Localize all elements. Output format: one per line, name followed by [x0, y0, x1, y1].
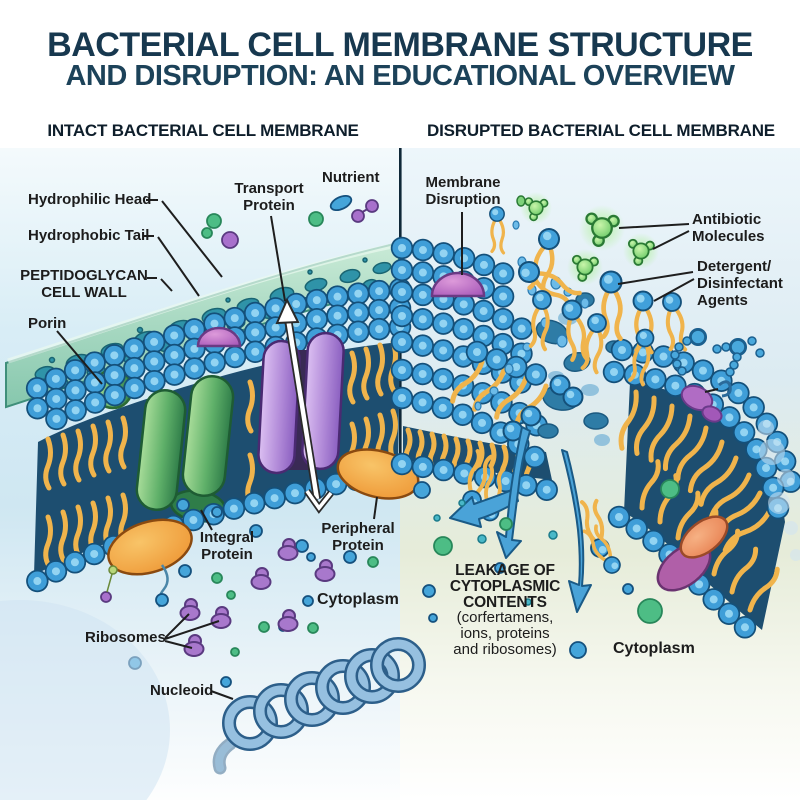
transport-arrow [275, 297, 334, 514]
page-subtitle: AND DISRUPTION: AN EDUCATIONAL OVERVIEW [65, 60, 735, 92]
label-hydrophilic-head: Hydrophilic Head [28, 191, 152, 208]
nucleoid-dna [212, 637, 426, 775]
leakage-arrows [449, 426, 592, 613]
label-leakage-detail: (corfertamens, ions, proteins and riboso… [453, 609, 557, 658]
label-ribosomes: Ribosomes [85, 629, 166, 646]
left-membrane [0, 194, 426, 800]
denatured-proteins [656, 515, 729, 592]
label-peripheral-protein: Peripheral Protein [321, 520, 395, 554]
label-antibiotic-molecules: Antibiotic Molecules [692, 211, 765, 245]
label-peptidoglycan: PEPTIDOGLYCAN CELL WALL [20, 267, 148, 301]
label-integral-protein: Integral Protein [199, 529, 255, 563]
label-membrane-disruption: Membrane Disruption [425, 174, 501, 208]
label-cytoplasm-left: Cytoplasm [317, 591, 399, 608]
left-panel-header: INTACT BACTERIAL CELL MEMBRANE [47, 121, 359, 140]
label-leakage-title: LEAKAGE OF CYTOPLASMIC CONTENTS [449, 562, 561, 611]
nutrient-molecules [201, 194, 379, 249]
label-cytoplasm-right: Cytoplasm [613, 640, 695, 657]
label-porin: Porin [28, 315, 67, 332]
edge-mist [758, 420, 800, 561]
bead-chains [670, 327, 765, 398]
right-panel-header: DISRUPTED BACTERIAL CELL MEMBRANE [427, 121, 775, 140]
disruption-dome [430, 271, 486, 298]
membrane-protein-dome [196, 326, 242, 348]
leader-lines [56, 199, 719, 700]
label-transport-protein: Transport Protein [234, 180, 304, 214]
label-nucleoid: Nucleoid [150, 682, 214, 699]
peripheral-protein-left [100, 518, 193, 608]
antibiotic-molecules [516, 191, 660, 286]
cytoplasm-particles-left [128, 498, 379, 688]
right-embedded-protein [680, 384, 723, 423]
label-nutrient: Nutrient [322, 169, 380, 186]
label-detergent-agents: Detergent/ Disinfectant Agents [697, 258, 783, 309]
page-title: BACTERIAL CELL MEMBRANE STRUCTURE [47, 26, 753, 64]
right-membrane [402, 191, 800, 659]
cytoplasm-particles-right [413, 481, 663, 659]
lps-curl [718, 380, 732, 398]
label-hydrophobic-tail: Hydrophobic Tail [28, 227, 150, 244]
